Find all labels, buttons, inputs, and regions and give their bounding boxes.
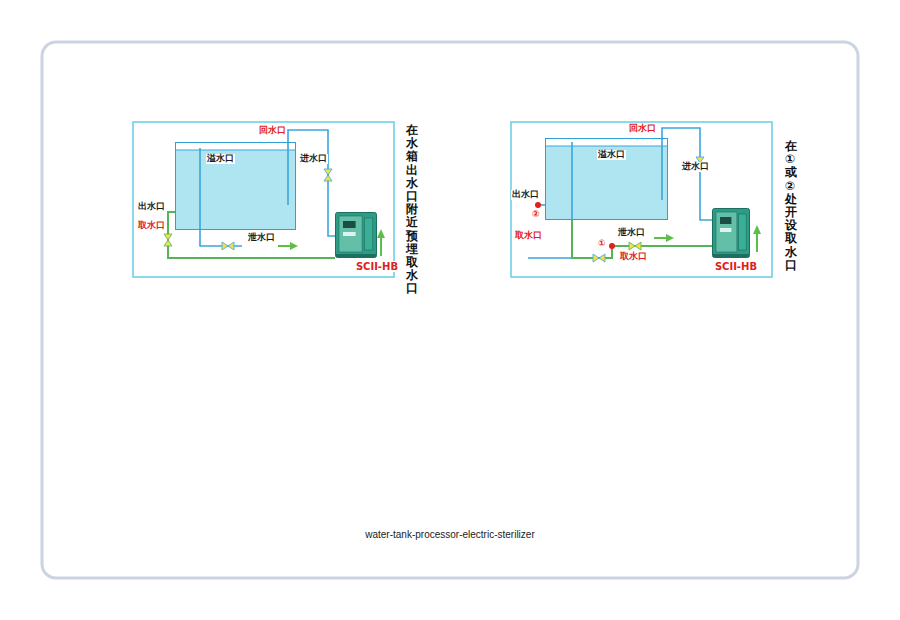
port-label: 回水口 — [258, 126, 287, 136]
tank-water — [175, 150, 296, 230]
outer-panel — [42, 42, 858, 578]
port-label: ① — [597, 239, 607, 249]
flow-arrow — [654, 234, 674, 242]
note-text: 在①或②处开设取水口 — [785, 140, 797, 272]
return-pipe — [662, 128, 712, 220]
port-label: 溢水口 — [597, 150, 626, 160]
drain-pipe — [528, 257, 572, 259]
diagram-frame — [511, 122, 772, 277]
port-label: 出水口 — [511, 190, 540, 200]
port-label: 进水口 — [681, 162, 710, 172]
water-tank: 溢水口 — [545, 138, 668, 220]
port-label: 取水口 — [514, 231, 543, 241]
port-label: 溢水口 — [206, 154, 235, 164]
port-label: 回水口 — [628, 124, 657, 134]
valve — [629, 242, 641, 250]
sterilizer-unit: SCII-HB — [712, 208, 750, 258]
inlet-pipe — [661, 138, 663, 200]
tap-point — [535, 202, 541, 208]
flow-arrow — [753, 225, 761, 252]
port-label: 取水口 — [619, 252, 648, 262]
flow-arrow — [278, 242, 298, 250]
overflow-pipe — [571, 142, 573, 220]
inlet-pipe — [287, 142, 289, 205]
flow-arrow — [377, 229, 385, 256]
valve — [164, 234, 172, 246]
device-body — [712, 208, 750, 258]
caption: water-tank-processor-electric-sterilizer — [0, 529, 900, 540]
tank-water — [545, 146, 668, 220]
port-label: 出水口 — [137, 202, 166, 212]
sterilizer-unit: SCII-HB — [335, 212, 377, 258]
note-text: 在水箱出水口附近预埋取水口 — [406, 124, 418, 295]
port-label: 取水口 — [137, 221, 166, 231]
supply-pipe — [168, 212, 335, 258]
valve — [222, 242, 234, 250]
port-label: 进水口 — [299, 154, 328, 164]
water-surface — [175, 150, 296, 151]
port-label: ② — [531, 210, 541, 220]
diagram-frame — [133, 122, 394, 277]
device-body — [335, 212, 377, 258]
water-tank: 溢水口 — [175, 142, 296, 230]
valve — [324, 169, 332, 181]
model-label: SCII-HB — [355, 261, 399, 272]
water-surface — [545, 146, 668, 147]
valve — [593, 254, 605, 262]
port-label: 泄水口 — [247, 233, 276, 243]
port-label: 泄水口 — [617, 228, 646, 238]
overflow-drain-pipe — [200, 148, 242, 246]
model-label: SCII-HB — [714, 261, 758, 272]
tap-point — [609, 243, 615, 249]
